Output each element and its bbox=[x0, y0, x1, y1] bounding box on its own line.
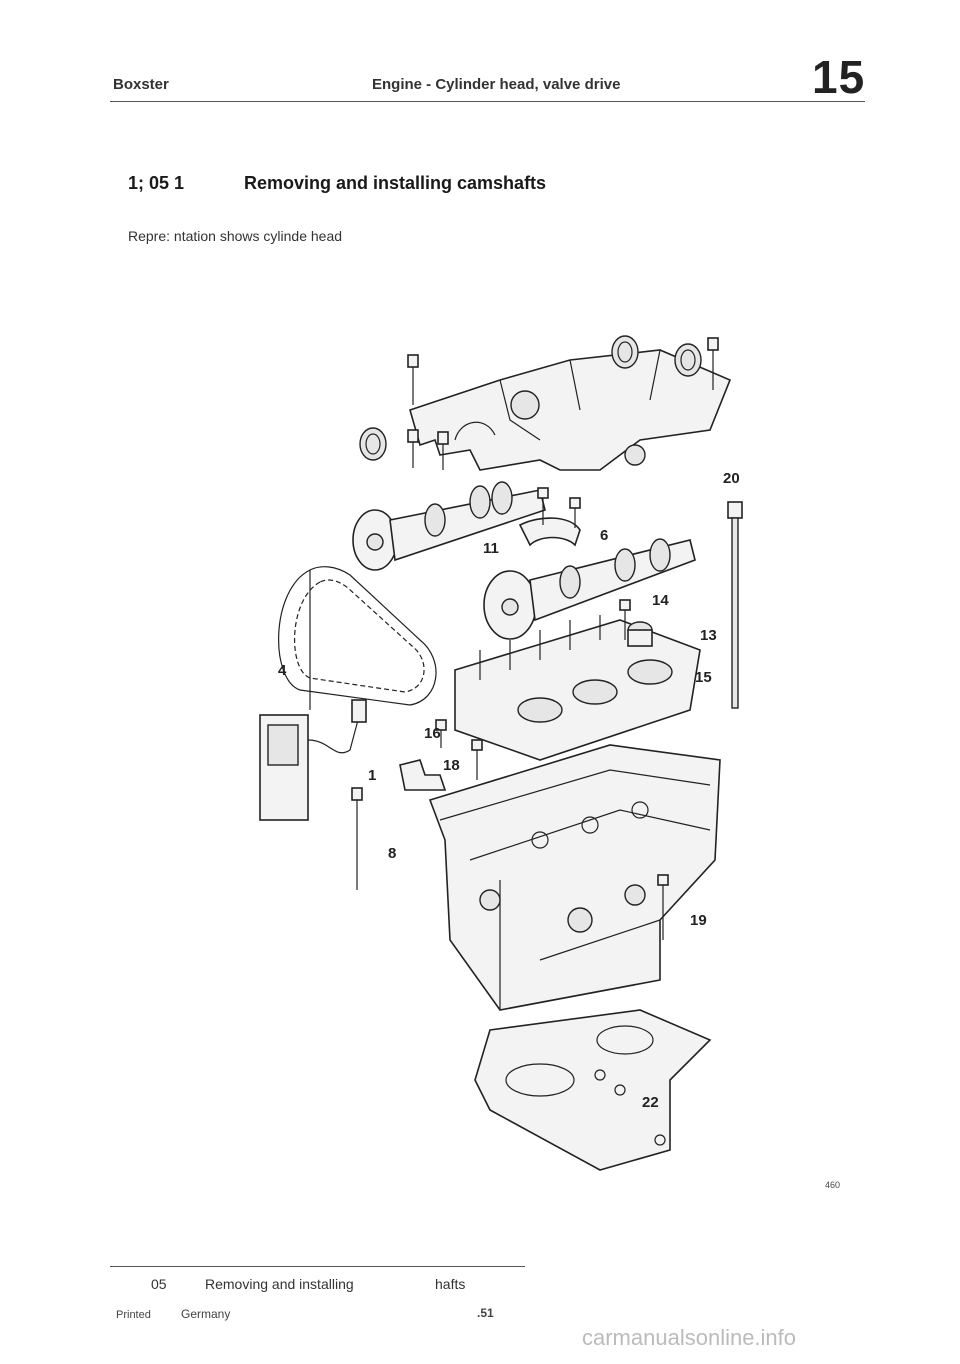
callout-11: 11 bbox=[483, 540, 499, 557]
header-group-number: 15 bbox=[812, 51, 866, 103]
callout-1: 1 bbox=[368, 767, 376, 784]
rocker-carrier-module bbox=[454, 615, 701, 761]
page-subtitle: Repre: ntation shows cylinde head bbox=[128, 228, 343, 244]
footer-text: Removing and installing bbox=[205, 1276, 354, 1292]
footer-section-number: 05 bbox=[151, 1276, 167, 1292]
page-title: Removing and installing camshafts bbox=[244, 173, 547, 193]
header-section-title: Engine - Cylinder head, valve drive bbox=[372, 76, 621, 93]
watermark: carmanualsonline.info bbox=[582, 1325, 797, 1350]
callout-22: 22 bbox=[642, 1094, 659, 1111]
callout-6: 6 bbox=[600, 527, 608, 544]
chain-tensioner bbox=[259, 570, 367, 821]
callout-8: 8 bbox=[388, 845, 396, 862]
footer-divider bbox=[110, 1266, 525, 1267]
cylinder-head-gasket bbox=[474, 1009, 712, 1171]
callout-20: 20 bbox=[723, 470, 740, 487]
exhaust-camshaft bbox=[352, 481, 546, 571]
camshaft-seals bbox=[359, 335, 702, 461]
procedure-code: 1; 05 1 bbox=[128, 173, 185, 193]
callout-15: 15 bbox=[695, 669, 712, 686]
camshaft-bearing-cap bbox=[518, 487, 581, 547]
footer-printed: Printed bbox=[116, 1309, 151, 1321]
timing-chain bbox=[278, 566, 437, 706]
footer-text-end: hafts bbox=[435, 1276, 466, 1292]
exploded-view-diagram: 20 6 11 14 13 4 15 16 18 1 8 19 22 bbox=[259, 335, 743, 1171]
housing-bolts bbox=[407, 337, 719, 470]
callout-16: 16 bbox=[424, 725, 441, 742]
header-model: Boxster bbox=[113, 76, 169, 93]
small-bolts bbox=[351, 719, 483, 890]
page-number: .51 bbox=[477, 1306, 494, 1320]
callout-19: 19 bbox=[690, 912, 707, 929]
callout-13: 13 bbox=[700, 627, 717, 644]
callout-18: 18 bbox=[443, 757, 460, 774]
callout-4: 4 bbox=[278, 662, 287, 679]
intake-camshaft bbox=[483, 538, 696, 640]
cylinder-head bbox=[428, 744, 721, 1011]
header-divider bbox=[110, 101, 865, 102]
tappet bbox=[619, 599, 653, 647]
cylinder-head-bolt-long bbox=[727, 501, 743, 709]
callout-14: 14 bbox=[652, 592, 669, 609]
footer-country: Germany bbox=[181, 1307, 231, 1321]
figure-id: 460 bbox=[825, 1180, 841, 1190]
